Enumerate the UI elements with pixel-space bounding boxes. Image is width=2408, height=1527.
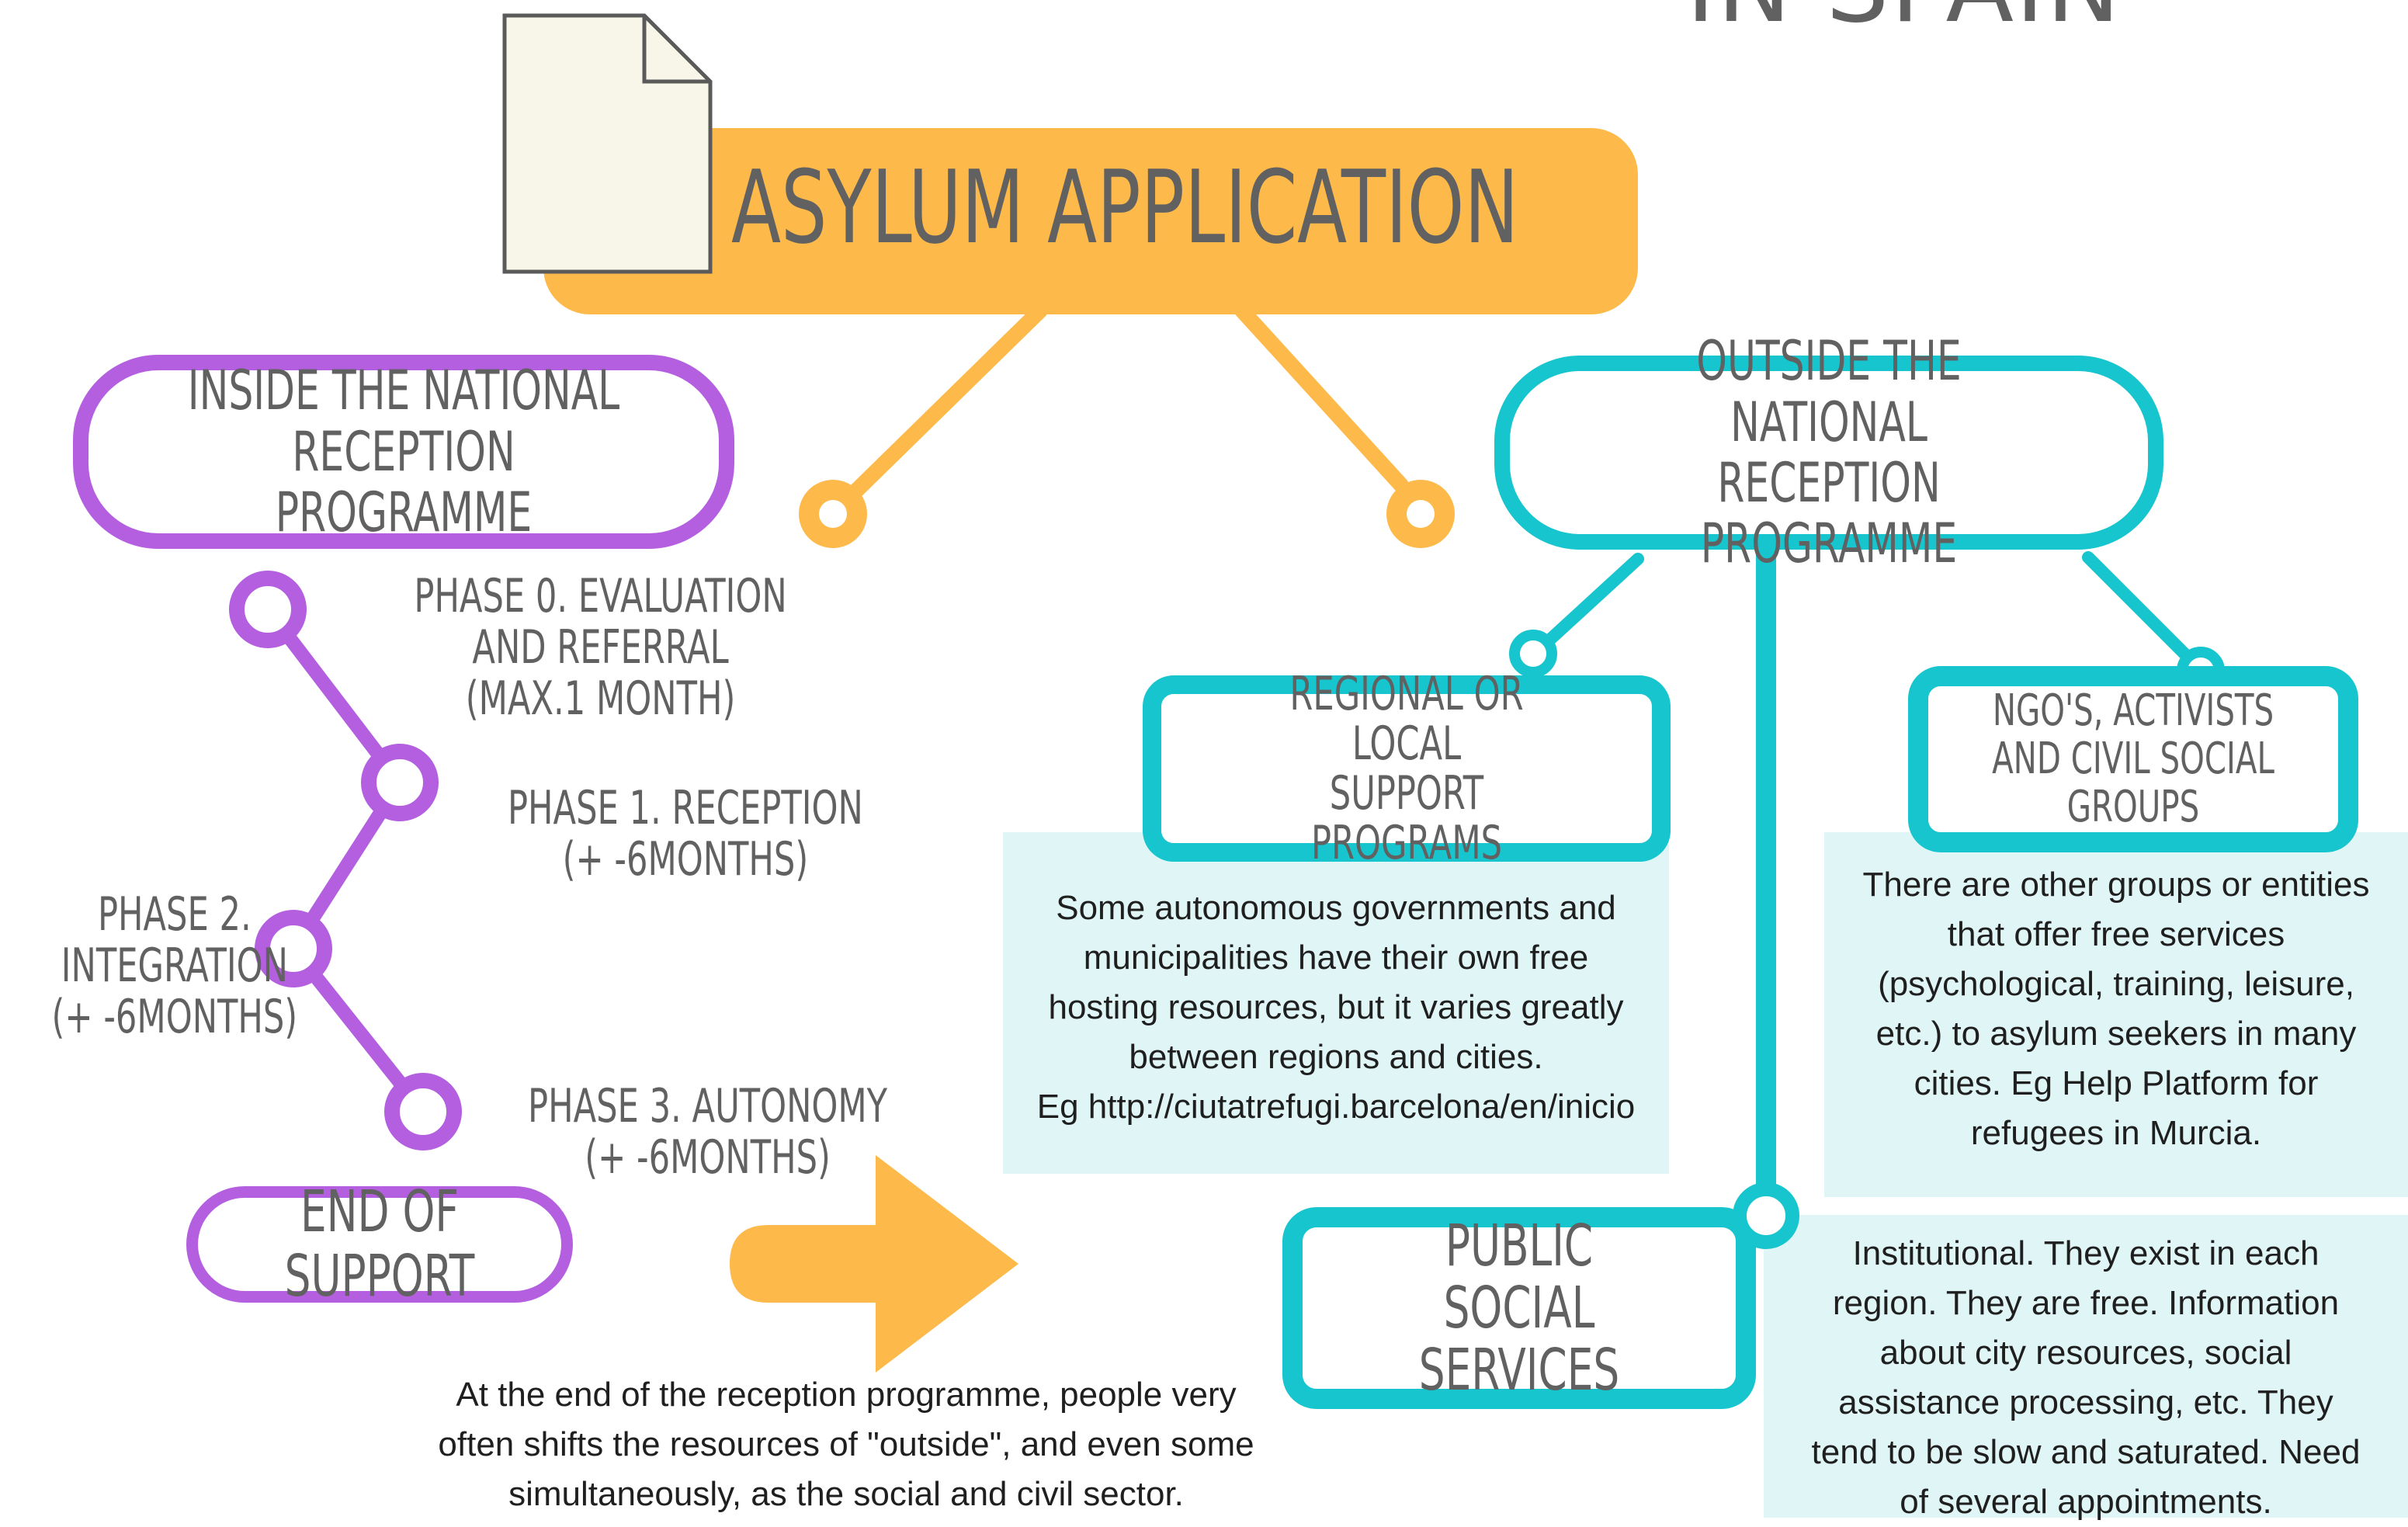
title-connectors xyxy=(846,303,1409,501)
ngo-text-4: etc.) to asylum seekers in many xyxy=(1875,1015,2357,1053)
ngo-title-2: AND CIVIL SOCIAL GROUPS xyxy=(1992,734,2274,832)
public-text-2: region. They are free. Information xyxy=(1832,1284,2340,1322)
phase0-node xyxy=(229,571,307,648)
phase3-label: PHASE 3. AUTONOMY (+ -6MONTHS) xyxy=(458,1081,887,1183)
right-connector-node-hole xyxy=(1407,500,1435,528)
phase0-line-3: (MAX.1 MONTH) xyxy=(465,672,736,726)
phase1-label: PHASE 1. RECEPTION (+ -6MONTHS) xyxy=(439,783,863,885)
ngo-title-1: NGO'S, ACTIVISTS xyxy=(1992,685,2274,736)
regional-text-5: Eg http://ciutatrefugi.barcelona/en/inic… xyxy=(1036,1088,1636,1126)
ngo-note: There are other groups or entities that … xyxy=(1824,832,2408,1197)
regional-title-1: REGIONAL OR LOCAL xyxy=(1289,667,1524,771)
regional-node xyxy=(1509,630,1557,678)
phase1-line-1: PHASE 1. RECEPTION xyxy=(508,781,863,835)
phase2-node xyxy=(255,910,332,987)
public-text-5: tend to be slow and saturated. Need xyxy=(1811,1433,2361,1471)
ngo-text-6: refugees in Murcia. xyxy=(1970,1114,2262,1152)
left-connector-node-hole xyxy=(819,500,847,528)
public-services-note: Institutional. They exist in each region… xyxy=(1764,1215,2408,1521)
title-banner xyxy=(543,128,1638,314)
phase2-line-1: PHASE 2. xyxy=(97,887,252,942)
phase3-line-1: PHASE 3. AUTONOMY xyxy=(528,1079,888,1133)
ngo-text-1: There are other groups or entities xyxy=(1862,866,2370,904)
public-text-6: of several appointments. xyxy=(1900,1483,2272,1521)
regional-title-2: SUPPORT PROGRAMS xyxy=(1310,766,1503,870)
transition-arrow xyxy=(730,1155,1018,1373)
document-icon xyxy=(502,13,713,274)
phase0-line-1: PHASE 0. EVALUATION xyxy=(414,569,787,623)
outside-line-1: OUTSIDE THE NATIONAL xyxy=(1696,329,1962,454)
phase1-node xyxy=(361,744,439,821)
phase2-line-2: INTEGRATION xyxy=(61,939,288,993)
ngo-text-3: (psychological, training, leisure, xyxy=(1878,965,2354,1003)
public-title-2: SOCIAL SERVICES xyxy=(1418,1275,1620,1404)
bottom-note-line-1: At the end of the reception programme, p… xyxy=(456,1376,1237,1414)
bottom-note: At the end of the reception programme, p… xyxy=(365,1370,1327,1519)
outside-programme-box: OUTSIDE THE NATIONAL RECEPTION PROGRAMME xyxy=(1494,331,2163,574)
inside-programme-box: INSIDE THE NATIONAL RECEPTION PROGRAMME xyxy=(73,355,734,549)
inside-line-1: INSIDE THE NATIONAL xyxy=(187,359,620,423)
public-text-3: about city resources, social xyxy=(1879,1334,2292,1372)
regional-text-1: Some autonomous governments and xyxy=(1056,889,1616,927)
outside-connectors xyxy=(1539,551,2203,672)
phase2-line-3: (+ -6MONTHS) xyxy=(51,990,298,1044)
regional-support-box: REGIONAL OR LOCAL SUPPORT PROGRAMS xyxy=(1143,669,1671,868)
ngo-box: NGO'S, ACTIVISTS AND CIVIL SOCIAL GROUPS xyxy=(1908,666,2358,852)
public-services-node xyxy=(1733,1182,1799,1249)
phase0-label: PHASE 0. EVALUATION AND REFERRAL (MAX.1 … xyxy=(342,571,786,724)
end-of-support-label: END OF SUPPORT xyxy=(284,1178,475,1310)
regional-text-2: municipalities have their own free xyxy=(1083,939,1589,977)
public-services-box: PUBLIC SOCIAL SERVICES xyxy=(1282,1207,1756,1409)
end-of-support-box: END OF SUPPORT xyxy=(186,1180,573,1308)
phase3-line-2: (+ -6MONTHS) xyxy=(585,1130,831,1185)
phase1-line-2: (+ -6MONTHS) xyxy=(562,832,809,887)
ngo-text-2: that offer free services xyxy=(1947,915,2285,953)
public-text-1: Institutional. They exist in each xyxy=(1852,1234,2320,1272)
inside-line-2: RECEPTION PROGRAMME xyxy=(275,419,533,545)
bottom-note-line-2: often shifts the resources of "outside",… xyxy=(438,1425,1254,1463)
regional-note: Some autonomous governments and municipa… xyxy=(1003,832,1669,1174)
phase2-label: PHASE 2. INTEGRATION (+ -6MONTHS) xyxy=(4,889,298,1043)
public-text-4: assistance processing, etc. They xyxy=(1838,1383,2333,1421)
phase-timeline xyxy=(261,602,430,1119)
bottom-note-line-3: simultaneously, as the social and civil … xyxy=(508,1475,1184,1513)
regional-text-4: between regions and cities. xyxy=(1129,1038,1543,1076)
public-title-1: PUBLIC xyxy=(1445,1213,1594,1279)
phase0-line-2: AND REFERRAL xyxy=(472,620,729,675)
ngo-text-5: cities. Eg Help Platform for xyxy=(1914,1064,2319,1102)
phase3-node xyxy=(384,1073,462,1150)
corner-title: IN SPAIN xyxy=(1686,0,2122,43)
main-title: ASYLUM APPLICATION xyxy=(731,148,1519,267)
outside-line-2: RECEPTION PROGRAMME xyxy=(1700,451,1958,576)
regional-text-3: hosting resources, but it varies greatly xyxy=(1048,988,1624,1026)
